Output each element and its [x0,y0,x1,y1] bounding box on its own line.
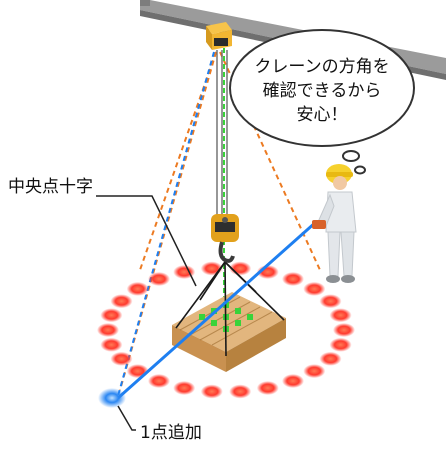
hook-block [211,214,239,263]
red-spot [329,308,352,323]
red-spot [303,281,326,296]
red-spot [303,364,326,379]
red-spot [282,272,304,286]
blue-laser-beam [117,220,317,400]
red-spot [148,272,170,286]
red-spot [173,381,196,395]
red-spot [329,337,352,352]
red-spot-ring [97,261,355,399]
label-center-cross: 中央点十字 [8,177,197,287]
bubble-line-1: クレーンの方角を [254,57,389,77]
hoist-trolley [206,22,232,50]
red-spot [229,384,252,399]
bubble-line-3: 安心！ [297,105,348,125]
red-spot [110,294,133,309]
green-dot [235,308,241,314]
bubble-line-2: 確認できるから [263,81,382,101]
green-dot [247,314,253,320]
red-spot [319,351,342,366]
red-spot [126,281,149,296]
green-dot [199,314,205,320]
blue-guide-line [117,51,215,397]
red-spot [97,323,119,337]
red-spot [110,351,133,366]
red-spot [319,294,342,309]
red-spot [148,374,170,388]
red-spot [100,308,123,323]
worker [312,164,357,283]
green-dot [211,320,217,326]
label-center-cross-text: 中央点十字 [8,177,93,197]
label-added-point: 1点追加 [117,405,202,443]
red-spot [126,364,149,379]
crane-ropes [216,50,228,218]
lifting-slings [175,261,285,357]
red-spot [173,265,196,279]
speech-bubble: クレーンの方角を 確認できるから 安心！ [229,29,415,175]
red-spot [100,337,123,352]
red-spot [282,374,304,388]
red-spot [333,323,355,337]
red-spot [200,384,223,399]
blue-added-point [98,388,126,408]
label-added-point-text: 1点追加 [140,423,202,443]
green-dot [235,320,241,326]
red-spot [256,381,279,395]
